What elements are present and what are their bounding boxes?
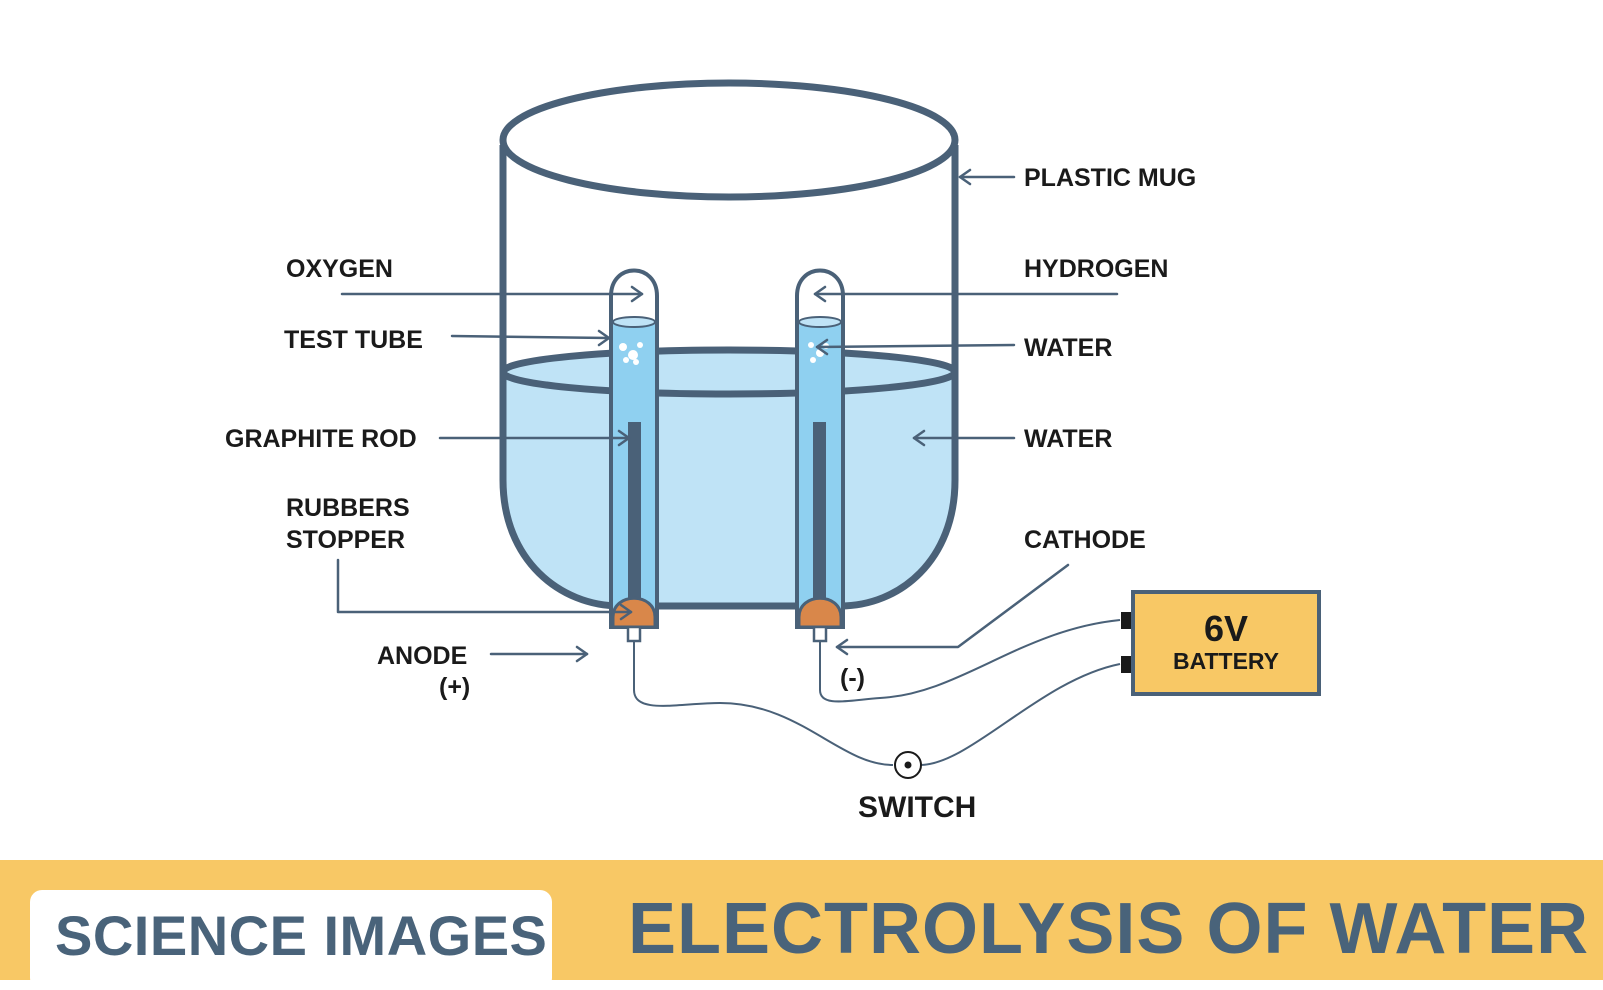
label-anode-sign: (+) [439, 673, 470, 701]
label-switch: SWITCH [858, 791, 976, 824]
water-surface [499, 346, 959, 398]
battery-label: BATTERY [1173, 648, 1279, 674]
switch-icon [894, 751, 922, 779]
mug-water [503, 372, 955, 606]
electrolysis-diagram: 6V BATTERY [225, 79, 1321, 824]
label-stopper: STOPPER [286, 526, 405, 554]
annotation-arrows [336, 168, 1119, 663]
test-tube-right [795, 268, 845, 643]
page-title: ELECTROLYSIS OF WATER [628, 889, 1590, 969]
badge-text: SCIENCE IMAGES [55, 904, 548, 967]
label-oxygen: OXYGEN [286, 255, 393, 283]
label-graphite-rod: GRAPHITE ROD [225, 425, 417, 453]
science-images-badge [30, 890, 552, 990]
label-anode: ANODE [377, 642, 467, 670]
circuit-wires [633, 619, 1121, 766]
mug-rim [499, 79, 959, 201]
label-water-tube: WATER [1024, 334, 1112, 362]
battery-voltage: 6V [1204, 608, 1248, 649]
test-tube-left [609, 268, 659, 643]
battery-icon [1121, 590, 1321, 696]
label-rubbers: RUBBERS [286, 494, 410, 522]
rubber-stopper-right [797, 596, 843, 629]
label-test-tube: TEST TUBE [284, 326, 423, 354]
graphite-rod-left [628, 422, 641, 600]
label-hydrogen: HYDROGEN [1024, 255, 1168, 283]
graphite-rod-right [813, 422, 826, 600]
label-water-mug: WATER [1024, 425, 1112, 453]
label-plastic-mug: PLASTIC MUG [1024, 164, 1196, 192]
plastic-mug [499, 145, 959, 610]
label-cathode-sign: (-) [840, 664, 865, 692]
label-cathode: CATHODE [1024, 526, 1146, 554]
